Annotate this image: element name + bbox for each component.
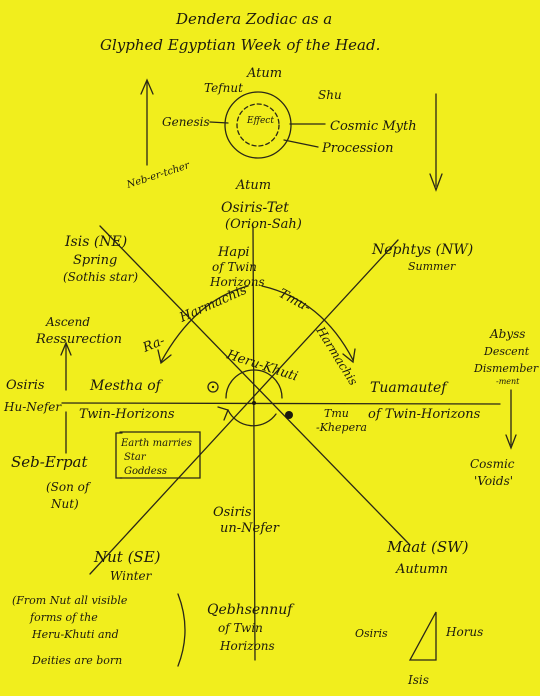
earth-box xyxy=(119,431,201,479)
title-line1: Dendera Zodiac as a xyxy=(175,10,332,28)
label-goddess: Goddess xyxy=(124,466,167,477)
label-hapi: Hapi xyxy=(217,245,250,260)
label-genesis: Genesis xyxy=(162,115,210,129)
note-line-3: Heru-Khuti and xyxy=(31,628,119,641)
label-twin-horizons-left: Twin-Horizons xyxy=(79,407,175,422)
earth-bracket xyxy=(115,432,123,479)
label-osiris-tet: Osiris-Tet xyxy=(221,200,289,216)
sun-circle-dot xyxy=(211,385,215,389)
label-isis-triangle: Isis xyxy=(407,673,429,687)
label-tmu-khepera-1: Tmu xyxy=(324,407,349,420)
down-arrow-head xyxy=(429,173,443,192)
label-orion-sah: (Orion-Sah) xyxy=(225,217,302,232)
inner-center-arc xyxy=(225,369,283,399)
descent-arrow-head xyxy=(505,434,517,450)
label-nut-paren: Nut) xyxy=(50,497,79,511)
label-star: Star xyxy=(124,452,147,463)
diagonal-ne-sw xyxy=(99,225,411,546)
ascend-arrow-head xyxy=(60,341,72,356)
note-line-4: Deities are born xyxy=(31,654,122,667)
label-ra: Ra- xyxy=(140,333,167,356)
diagonal-nw-se xyxy=(89,239,399,575)
label-voids: 'Voids' xyxy=(474,474,513,488)
label-harmachis-left: Harmachis xyxy=(177,283,250,326)
label-abyss: Abyss xyxy=(489,327,525,341)
label-tmu: Tmu- xyxy=(276,286,313,315)
label-summer: Summer xyxy=(408,260,456,273)
vertical-axis xyxy=(252,225,256,661)
label-tuamautef: Tuamautef xyxy=(370,380,449,396)
black-dot xyxy=(285,411,293,419)
label-ment: -ment xyxy=(496,377,520,386)
note-line-1: (From Nut all visible xyxy=(12,594,128,607)
procession-pointer xyxy=(283,139,319,148)
label-ressurection: Ressurection xyxy=(35,332,122,347)
label-mestha: Mestha of xyxy=(89,378,164,394)
label-cosmic-myth: Cosmic Myth xyxy=(330,119,417,134)
horizontal-axis xyxy=(61,402,501,405)
note-line-2: forms of the xyxy=(29,611,98,624)
label-tmu-khepera-2: -Khepera xyxy=(316,421,367,434)
label-procession: Procession xyxy=(321,141,393,156)
label-hu-nefer: Hu-Nefer xyxy=(3,400,62,414)
label-maat-sw: Maat (SW) xyxy=(386,538,469,556)
outer-circle xyxy=(224,91,292,159)
label-earth-marries: Earth marries xyxy=(120,438,192,449)
center-point xyxy=(252,401,256,405)
note-bracket xyxy=(177,593,186,667)
triangle xyxy=(408,611,437,661)
label-osiris-triangle: Osiris xyxy=(355,627,388,640)
label-horus: Horus xyxy=(445,625,483,639)
label-osiris-left: Osiris xyxy=(6,378,45,393)
lower-center-arc xyxy=(227,409,277,427)
lower-arc-arrowhead xyxy=(217,406,229,421)
label-ascend: Ascend xyxy=(45,315,90,329)
label-qebhsennuf: Qebhsennuf xyxy=(207,602,295,618)
label-tefnut: Tefnut xyxy=(204,81,243,95)
label-qebh-of-twin: of Twin xyxy=(218,621,263,635)
label-nut-se: Nut (SE) xyxy=(93,548,161,566)
label-nephtys-nw: Nephtys (NW) xyxy=(371,242,473,258)
label-of-twin-horizons-right: of Twin-Horizons xyxy=(368,407,481,422)
label-atum-center: Atum xyxy=(235,178,271,193)
label-seb-erpat: Seb-Erpat xyxy=(11,453,88,471)
label-son-of: (Son of xyxy=(46,480,92,494)
inner-dashed-circle xyxy=(236,103,280,147)
sun-circle xyxy=(207,381,219,393)
label-neb-er-tcher: Neb-er-tcher xyxy=(125,160,193,191)
label-hapi-horizons: Horizons xyxy=(209,275,265,289)
up-arrow-head xyxy=(140,78,154,95)
label-spring: Spring xyxy=(73,253,117,268)
title-line2: Glyphed Egyptian Week of the Head. xyxy=(100,36,380,54)
label-shu: Shu xyxy=(318,88,342,102)
label-atum-top: Atum xyxy=(246,66,282,81)
label-qebh-horizons: Horizons xyxy=(219,639,275,653)
right-arc-arrowhead xyxy=(342,348,356,364)
label-dismember: Dismember xyxy=(473,362,539,375)
genesis-pointer xyxy=(209,121,229,124)
label-cosmic: Cosmic xyxy=(470,457,515,471)
left-upper-arc xyxy=(160,285,249,363)
right-upper-arc xyxy=(261,285,354,361)
label-hapi-of-twin: of Twin xyxy=(212,260,257,274)
label-autumn: Autumn xyxy=(395,562,448,577)
label-effect: Effect xyxy=(246,116,274,126)
left-arc-arrowhead xyxy=(157,349,172,365)
label-isis-ne: Isis (NE) xyxy=(64,234,127,250)
label-winter: Winter xyxy=(110,569,153,583)
label-descent: Descent xyxy=(483,345,530,358)
label-sothis-star: (Sothis star) xyxy=(63,270,138,284)
label-osiris-un: Osiris xyxy=(213,505,252,520)
label-un-nefer: un-Nefer xyxy=(220,521,280,536)
